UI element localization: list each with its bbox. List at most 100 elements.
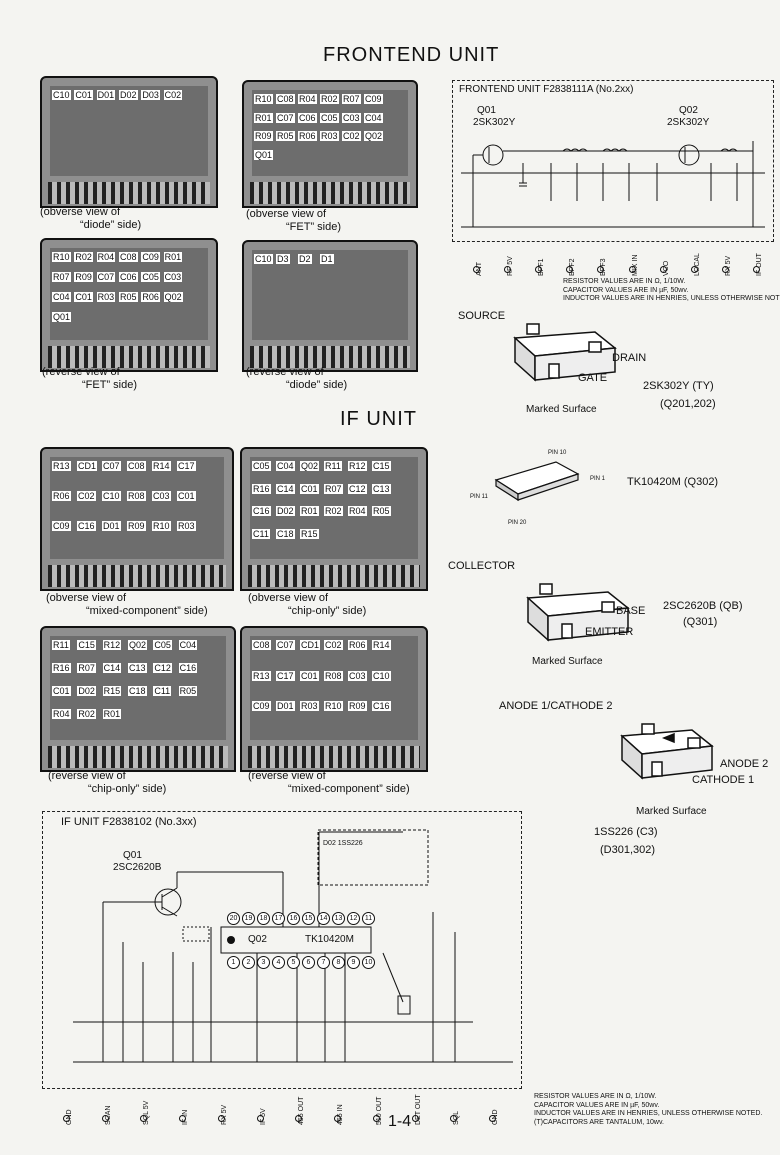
component-label: R01 (163, 252, 183, 262)
caption-line-2: “mixed-component” side) (86, 605, 208, 617)
component-label: C10 (102, 491, 121, 501)
component-label: R13 (52, 461, 71, 471)
component-label: R05 (276, 131, 295, 141)
terminal-pad (690, 266, 698, 273)
component-label: C03 (348, 670, 367, 681)
component-label: C05 (141, 272, 160, 282)
component-label: R04 (96, 252, 116, 262)
component-label: R14 (152, 461, 171, 471)
component-label: C16 (372, 701, 391, 712)
diode-part: 1SS226 (C3) (594, 826, 658, 838)
board-caption: (reverse view of“diode” side) (246, 366, 347, 392)
ic-pin: 10 (362, 956, 375, 969)
ic-pin: 14 (317, 912, 330, 925)
if-notes: RESISTOR VALUES ARE IN Ω, 1/10W. CAPACIT… (534, 1093, 762, 1127)
fe-q01-ref: Q01 (477, 105, 496, 116)
component-label: C05 (252, 461, 271, 471)
caption-line-2: “mixed-component” side) (288, 783, 410, 795)
component-label: R09 (127, 521, 146, 531)
component-label: C10 (372, 670, 391, 681)
ic-pin: 8 (332, 956, 345, 969)
fe-note-1: RESISTOR VALUES ARE IN Ω, 1/10W. (563, 278, 686, 285)
ic-pin: 6 (302, 956, 315, 969)
page-number: 1-4 (388, 1113, 412, 1130)
terminal-pad (372, 1115, 380, 1122)
component-label: R09 (348, 701, 367, 712)
board-caption: (reverse view of“mixed-component” side) (248, 770, 410, 796)
component-label: R10 (52, 252, 71, 262)
terminal-pad (295, 1115, 303, 1122)
component-label: C07 (96, 272, 116, 282)
component-label: R07 (324, 483, 343, 494)
component-label: R07 (52, 272, 71, 282)
component-label: R01 (254, 112, 273, 123)
component-label: R16 (252, 483, 271, 494)
fet-source-label: SOURCE (458, 310, 506, 322)
pcb-copper (50, 457, 224, 559)
component-label: C13 (372, 483, 391, 494)
ic-pin: 16 (287, 912, 300, 925)
ic-pin: 12 (347, 912, 360, 925)
component-label: D01 (276, 701, 295, 712)
component-label: C18 (128, 686, 147, 696)
component-label: R05 (372, 506, 391, 516)
component-label: CD1 (77, 461, 98, 471)
board-caption: (reverse view of“FET” side) (42, 366, 137, 392)
diode-package-drawing (620, 723, 714, 780)
component-label: D01 (96, 90, 116, 100)
pcb-edge-connector (48, 346, 210, 368)
bjt-emitter-label: EMITTER (585, 626, 634, 638)
ic-pin: 18 (257, 912, 270, 925)
pcb-edge-connector (248, 746, 420, 768)
ic-pin: 19 (242, 912, 255, 925)
component-label: C15 (372, 461, 391, 471)
caption-line-2: “chip-only” side) (88, 783, 167, 795)
component-label: R02 (74, 252, 93, 262)
if-note-2: CAPACITOR VALUES ARE IN µF, 50wv. (534, 1101, 660, 1109)
terminal-pad (334, 1115, 342, 1122)
component-label: C03 (152, 491, 171, 501)
pcb-edge-connector (48, 182, 210, 204)
component-label: D02 (119, 90, 138, 100)
component-label: D3 (276, 254, 290, 264)
component-label: C03 (342, 112, 361, 123)
terminal-pad (721, 266, 729, 273)
component-label: Q02 (128, 640, 148, 650)
component-label: R15 (102, 686, 122, 696)
component-label: R16 (52, 663, 71, 673)
if-note-4: (T)CAPACITORS ARE TANTALUM, 10wv. (534, 1118, 664, 1126)
component-label: R05 (119, 292, 138, 302)
ic-pin11: PIN 11 (470, 494, 488, 500)
fe-note-2: CAPACITOR VALUES ARE IN µF, 50wv. (563, 286, 689, 294)
component-label: R11 (324, 461, 342, 471)
component-label: C06 (119, 272, 138, 282)
terminal-pad (566, 266, 574, 273)
caption-line-1: (reverse view of (42, 366, 120, 378)
pcb-edge-connector (48, 565, 226, 587)
component-label: C08 (276, 94, 295, 104)
bjt-part: 2SC2620B (QB) (663, 600, 743, 612)
component-label: C01 (177, 491, 196, 501)
ic-package-drawing (494, 461, 580, 502)
if-title: IF UNIT (340, 408, 417, 430)
component-label: R03 (177, 521, 196, 531)
component-label: R03 (320, 131, 339, 141)
component-label: C02 (163, 90, 183, 100)
component-label: R03 (96, 292, 116, 302)
if-note-3: INDUCTOR VALUES ARE IN HENRIES, UNLESS O… (534, 1110, 763, 1117)
component-label: C01 (300, 670, 319, 681)
ic-pin: 9 (347, 956, 360, 969)
fet-ref: (Q201,202) (660, 398, 716, 410)
ic-pin: 3 (257, 956, 270, 969)
component-label: R08 (127, 491, 146, 501)
ic-pin: 2 (242, 956, 255, 969)
ic-pin: 5 (287, 956, 300, 969)
caption-line-2: “diode” side) (286, 379, 348, 391)
component-label: R04 (298, 94, 317, 104)
frontend-schematic-title: FRONTEND UNIT F2838111A (No.2xx) (459, 84, 634, 95)
